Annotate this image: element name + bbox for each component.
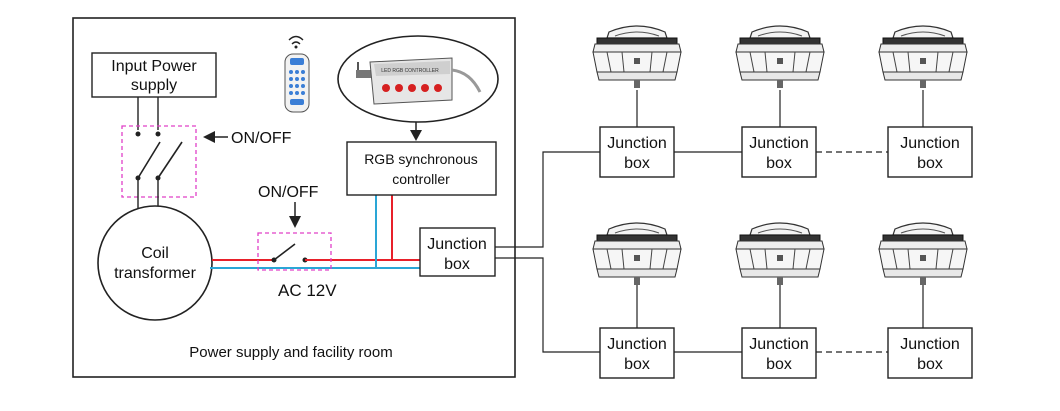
main-junction-label-1: Junction: [427, 236, 487, 253]
breaker-on-off-label: ON/OFF: [231, 130, 292, 147]
input-power-supply-label-2: supply: [131, 77, 177, 94]
rgb-controller-box: [346, 141, 497, 196]
junction-label: Junction: [607, 336, 667, 353]
arrow-down-icon: [410, 130, 422, 141]
junction-label: box: [917, 356, 943, 373]
main-junction-label-2: box: [444, 256, 470, 273]
facility-room-boundary: [72, 17, 516, 378]
main-junction-box: [419, 227, 496, 277]
junction-label: Junction: [900, 135, 960, 152]
junction-box-r1-c2: [741, 126, 817, 178]
pool-light-icon: [592, 222, 682, 286]
junction-box-r2-c3: [887, 327, 973, 379]
pool-light-icon: [735, 25, 825, 89]
transformer-label: transformer: [114, 265, 196, 282]
input-power-supply-label-1: Input Power: [111, 58, 197, 75]
junction-label: box: [624, 356, 650, 373]
junction-box-r1-c1: [599, 126, 675, 178]
remote-control-icon: [284, 35, 310, 113]
arrow-left-icon: [203, 131, 215, 143]
line-switch: [257, 232, 332, 271]
coil-transformer: [97, 205, 213, 321]
arrow-down-icon: [289, 216, 301, 228]
rgb-controller-device-icon: LED RGB CONTROLLER: [356, 57, 482, 105]
junction-label: Junction: [900, 336, 960, 353]
junction-label: box: [624, 155, 650, 172]
junction-label: box: [917, 155, 943, 172]
controller-device-text: LED RGB CONTROLLER: [381, 68, 439, 74]
facility-room-caption: Power supply and facility room: [189, 344, 392, 361]
pool-light-icon: [878, 222, 968, 286]
junction-label: Junction: [749, 336, 809, 353]
rgb-controller-label-1: RGB synchronous: [364, 151, 478, 167]
pool-light-icon: [735, 222, 825, 286]
main-breaker-switch: [121, 125, 197, 198]
ac-voltage-label: AC 12V: [278, 281, 337, 300]
junction-label: box: [766, 356, 792, 373]
input-power-supply-box: [91, 52, 217, 98]
pool-light-icon: [878, 25, 968, 89]
junction-box-r2-c1: [599, 327, 675, 379]
pool-light-icon: [592, 25, 682, 89]
coil-label: Coil: [141, 245, 169, 262]
wire-on-off-label: ON/OFF: [258, 184, 319, 201]
junction-label: box: [766, 155, 792, 172]
junction-label: Junction: [607, 135, 667, 152]
junction-label: Junction: [749, 135, 809, 152]
rgb-controller-label-2: controller: [392, 171, 450, 187]
junction-box-r1-c3: [887, 126, 973, 178]
junction-box-r2-c2: [741, 327, 817, 379]
